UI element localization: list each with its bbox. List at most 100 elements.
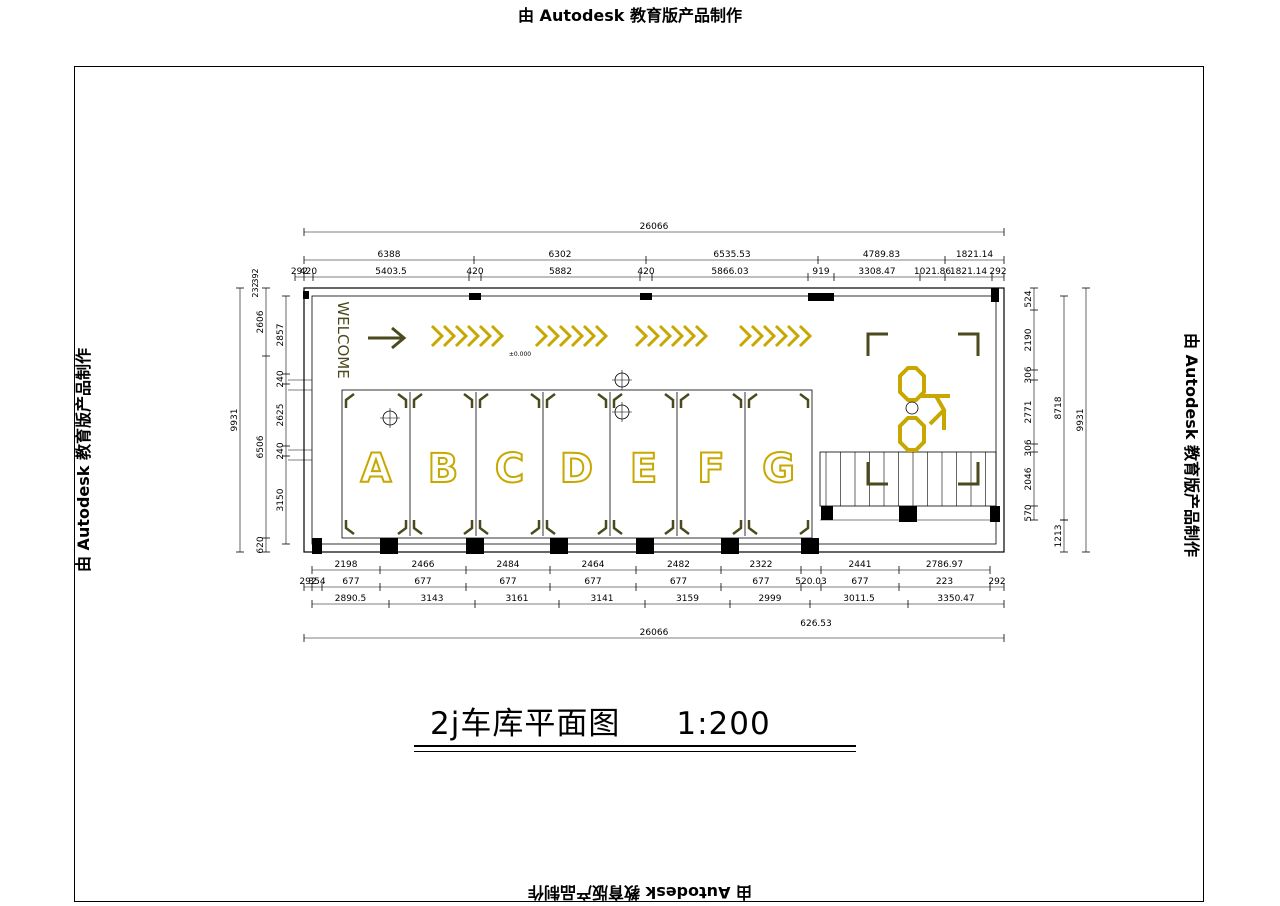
bike-zone-corner — [866, 462, 888, 486]
ramp-area — [819, 451, 997, 507]
chevron-mark — [582, 324, 597, 348]
dim-right-col1-label: 2190 — [1024, 328, 1034, 351]
dim-top-total-label: 26066 — [640, 222, 669, 232]
drawing-title: 2j车库平面图 1:200 — [430, 698, 771, 743]
column — [312, 538, 322, 554]
dim-bot-row3-label: 2999 — [759, 594, 782, 604]
chevron-mark — [750, 324, 765, 348]
bay-corner — [732, 393, 743, 408]
chevron-mark — [682, 324, 697, 348]
dim-bot-row2-label: 677 — [670, 577, 687, 587]
chevron-mark — [774, 324, 789, 348]
bay-corner — [412, 393, 423, 408]
chevron-mark — [646, 324, 661, 348]
dim-bot-row2-label: 677 — [499, 577, 516, 587]
chevron-mark — [558, 324, 573, 348]
chevron-mark — [478, 324, 493, 348]
bay-corner — [478, 520, 489, 535]
dim-right-col1-label: 524 — [1024, 290, 1034, 307]
column — [466, 538, 484, 554]
title-text: 2j车库平面图 — [430, 706, 621, 742]
bay-label-e: E — [630, 446, 657, 492]
column — [990, 506, 1000, 522]
bay-corner — [463, 393, 474, 408]
bay-label-d: D — [560, 446, 593, 492]
chevron-mark — [634, 324, 649, 348]
chevron-mark — [466, 324, 481, 348]
bay-corner — [732, 520, 743, 535]
dim-top-row2-label: 5403.5 — [375, 267, 407, 277]
dim-top-row2-label: 420 — [300, 267, 317, 277]
dim-top-row1-label: 1821.14 — [956, 250, 993, 260]
dim-left-outer-label: 9931 — [230, 409, 240, 432]
chevron-mark — [738, 324, 753, 348]
dim-bot-row2-label: 677 — [414, 577, 431, 587]
dim-bot-row1-label: 2198 — [335, 560, 358, 570]
chevron-mark — [442, 324, 457, 348]
floor-markings: WELCOME±0.000 — [334, 301, 980, 486]
dim-top-row1-label: 6388 — [378, 250, 401, 260]
bay-corner — [799, 520, 810, 535]
chevron-mark — [786, 324, 801, 348]
bay-label-c: C — [495, 446, 524, 492]
dim-top-row2-label: 3308.47 — [858, 267, 895, 277]
dim-top-row2-label: 1821.14 — [950, 267, 987, 277]
dim-right-bottom-label: 1213 — [1054, 525, 1064, 548]
dim-top-row2-label: 1021.86 — [914, 267, 951, 277]
chevron-mark — [430, 324, 445, 348]
chevron-mark — [534, 324, 549, 348]
dim-bot-row3-label: 3011.5 — [843, 594, 875, 604]
dim-left-col1-label: 6506 — [256, 435, 266, 458]
bay-corner — [545, 393, 556, 408]
dim-bot-row2-label: 677 — [584, 577, 601, 587]
dim-left-small: 232 — [251, 282, 260, 297]
bay-corner — [679, 520, 690, 535]
dim-bot-row2-label: 292 — [988, 577, 1005, 587]
chevron-mark — [798, 324, 813, 348]
dim-bot-row3-label: 3141 — [591, 594, 614, 604]
bay-corner — [412, 520, 423, 535]
chevron-mark — [694, 324, 709, 348]
dim-bot-row3-label: 3161 — [506, 594, 529, 604]
bay-label-g: G — [762, 446, 795, 492]
bicycle-wheel — [898, 416, 926, 452]
dim-right-col1-label: 570 — [1024, 504, 1034, 521]
dim-bot-row2-label: 223 — [936, 577, 953, 587]
title-scale: 1:200 — [676, 706, 771, 742]
column — [636, 538, 654, 554]
bay-corner — [664, 393, 675, 408]
chevron-mark — [670, 324, 685, 348]
dim-bot-row3-label: 2890.5 — [335, 594, 367, 604]
chevron-mark — [658, 324, 673, 348]
bay-corner — [799, 393, 810, 408]
welcome-text: WELCOME — [334, 301, 352, 378]
title-underline-thin — [414, 751, 856, 752]
column — [640, 293, 652, 300]
chevron-mark — [454, 324, 469, 348]
chevron-mark — [490, 324, 505, 348]
column — [991, 288, 999, 302]
bay-corner — [344, 520, 355, 535]
bay-label-b: B — [428, 446, 459, 492]
dim-right-col1-label: 2771 — [1024, 401, 1034, 424]
dim-left-col2-label: 2625 — [276, 404, 286, 427]
dim-left-col2-label: 3150 — [276, 488, 286, 511]
bay-group-outline — [341, 389, 813, 539]
dim-left-col2-label: 240 — [276, 370, 286, 387]
dim-bot-row3-label: 3350.47 — [937, 594, 974, 604]
drawing-frame — [74, 66, 1204, 902]
dim-top-row2-label: 292 — [989, 267, 1006, 277]
column — [821, 506, 833, 520]
bay-corner — [679, 393, 690, 408]
dim-bot-row1-label: 2466 — [412, 560, 435, 570]
bay-corner — [530, 520, 541, 535]
column — [550, 538, 568, 554]
arrow-icon — [368, 326, 407, 350]
column — [469, 293, 481, 300]
bay-corner — [463, 520, 474, 535]
bay-corner — [747, 393, 758, 408]
chevron-mark — [762, 324, 777, 348]
dim-right-outer-label: 9931 — [1076, 409, 1086, 432]
bay-corner — [344, 393, 355, 408]
